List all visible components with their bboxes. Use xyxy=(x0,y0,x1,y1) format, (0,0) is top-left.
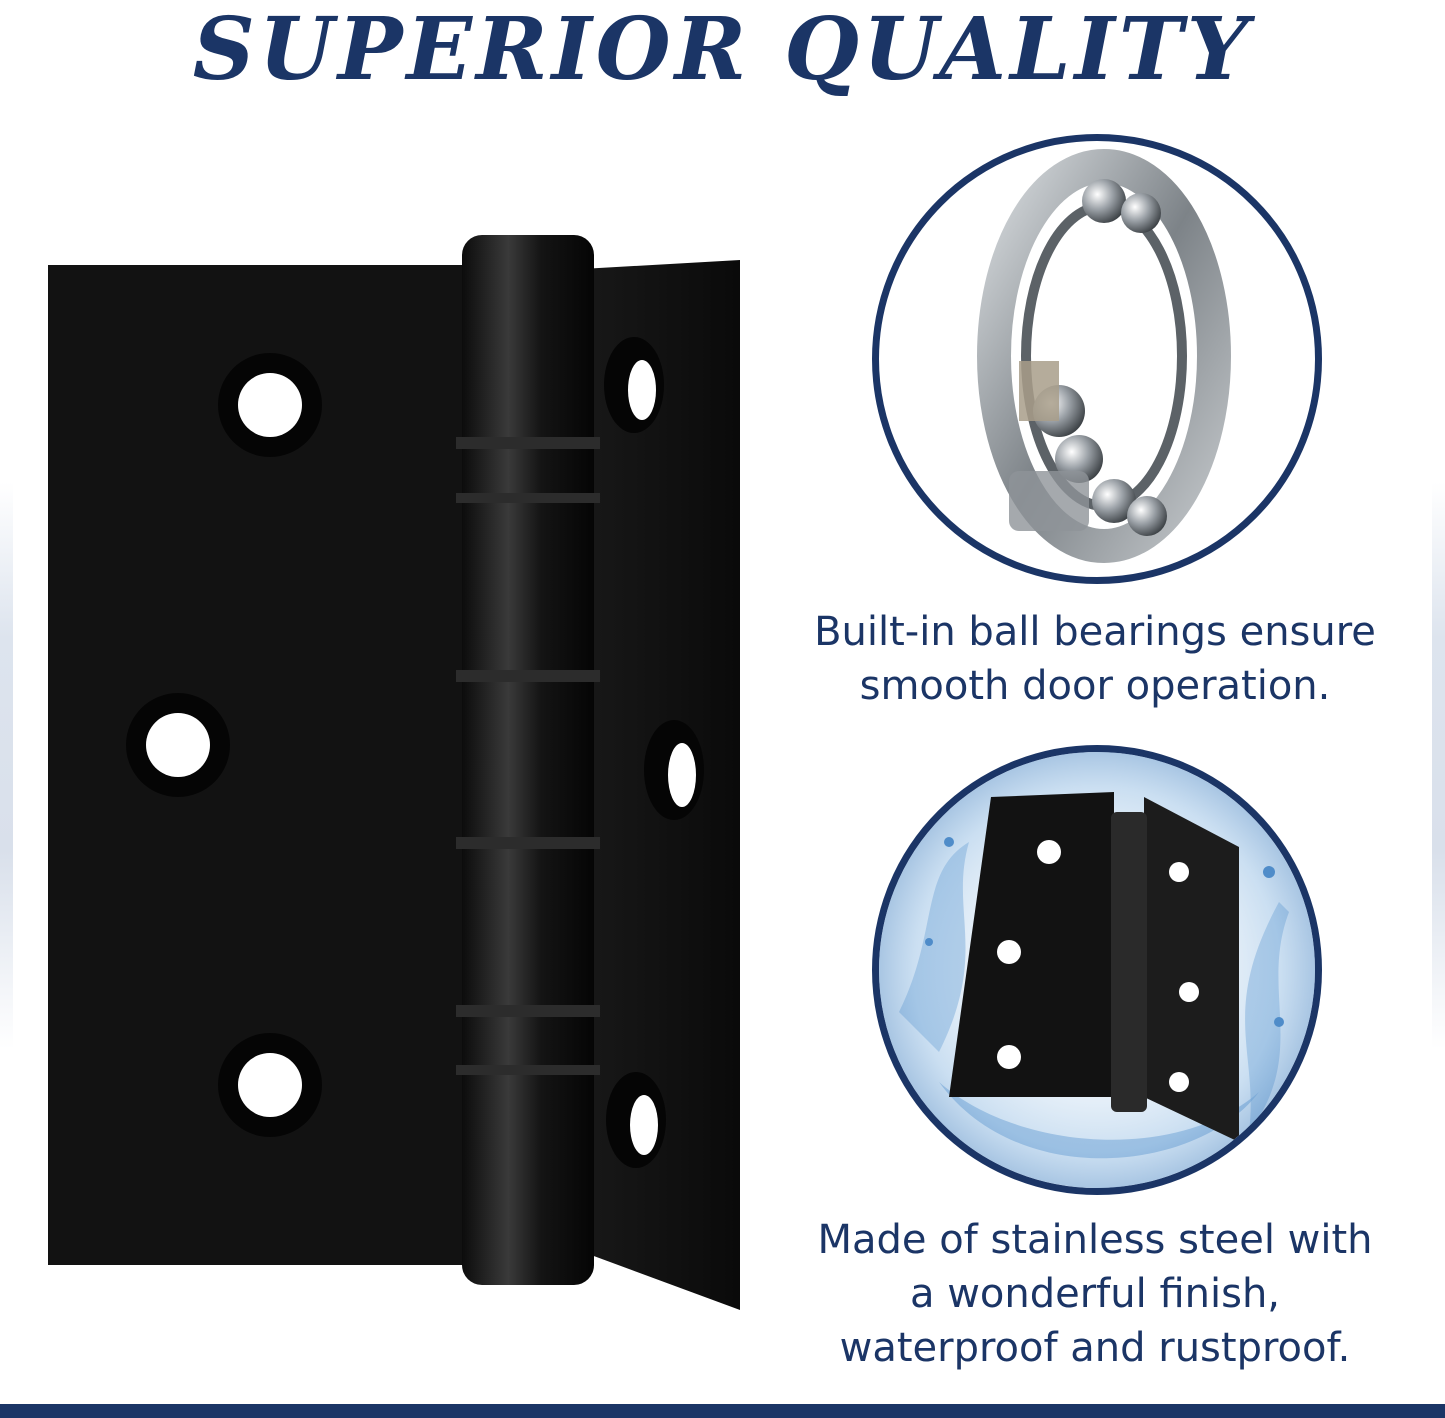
hinge-knuckle xyxy=(462,235,594,1285)
page-title: SUPERIOR QUALITY xyxy=(192,0,1253,100)
screw-hole xyxy=(644,720,704,820)
stainless-steel-caption: Made of stainless steel with a wonderful… xyxy=(817,1217,1373,1371)
water-splash-hinge-icon xyxy=(879,752,1315,1188)
screw-hole xyxy=(218,1033,322,1137)
waterproof-circle xyxy=(872,745,1322,1195)
screw-hole xyxy=(218,353,322,457)
ball-bearing-caption: Built-in ball bearings ensure smooth doo… xyxy=(814,609,1376,709)
door-hinge-product-image xyxy=(48,235,740,1310)
screw-hole xyxy=(606,1072,666,1168)
ball-bearing-icon xyxy=(977,149,1231,563)
screw-hole xyxy=(604,337,664,433)
ball-bearing-circle xyxy=(872,134,1322,584)
bottom-accent-bar xyxy=(0,1404,1445,1418)
screw-hole xyxy=(126,693,230,797)
